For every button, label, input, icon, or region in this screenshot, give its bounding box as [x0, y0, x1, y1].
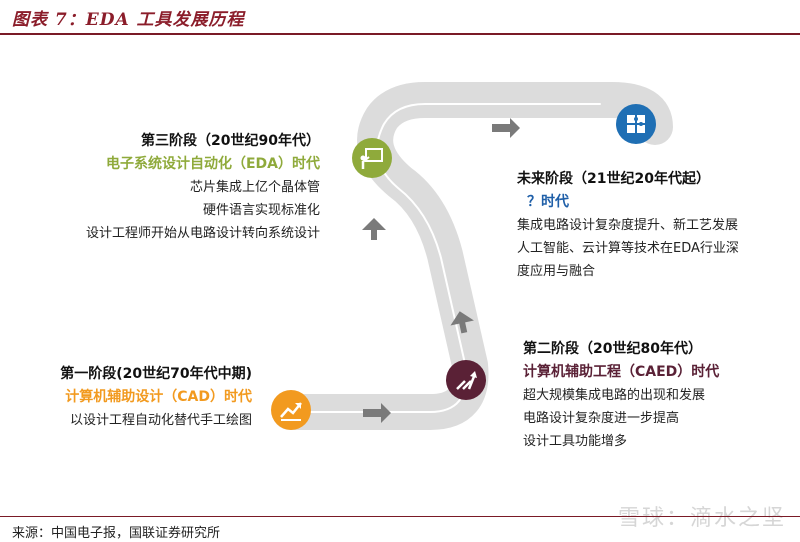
source-note: 来源：中国电子报，国联证券研究所	[12, 526, 221, 541]
presentation-icon	[352, 138, 392, 178]
stage-2-subheading: 计算机辅助工程（CAED）时代	[523, 364, 720, 380]
stage-3-line: 芯片集成上亿个晶体管	[189, 180, 320, 195]
future-stage-line: 集成电路设计复杂度提升、新工艺发展	[517, 218, 739, 233]
stage-3-line: 硬件语言实现标准化	[202, 203, 320, 218]
trend-up-icon	[271, 390, 311, 430]
stage-2-heading: 第二阶段（20世纪80年代）	[523, 341, 702, 357]
stage-1-line: 以设计工程自动化替代手工绘图	[69, 413, 252, 428]
title-rule	[0, 33, 800, 35]
future-stage-subheading: ？时代	[527, 194, 569, 210]
source-rule	[0, 516, 800, 517]
road-arrow-3	[362, 218, 386, 240]
future-stage-heading: 未来阶段（21世纪20年代起）	[517, 171, 710, 187]
stage-2-line: 超大规模集成电路的出现和发展	[523, 388, 706, 403]
stage-1-block: 第一阶段(20世纪70年代中期) 计算机辅助设计（CAD）时代 以设计工程自动化…	[2, 363, 252, 432]
puzzle-icon	[616, 104, 656, 144]
stage-2-line: 电路设计复杂度进一步提高	[523, 411, 680, 426]
stage-1-heading: 第一阶段(20世纪70年代中期)	[60, 366, 252, 382]
figure-title: 图表 7：EDA 工具发展历程	[12, 10, 245, 30]
stage-3-line: 设计工程师开始从电路设计转向系统设计	[85, 226, 320, 241]
future-stage-line: 人工智能、云计算等技术在EDA行业深	[517, 241, 739, 256]
road-arrow-1	[363, 403, 391, 423]
future-stage-block: 未来阶段（21世纪20年代起） ？时代 集成电路设计复杂度提升、新工艺发展 人工…	[517, 168, 777, 283]
stage-2-line: 设计工具功能增多	[523, 434, 628, 449]
stage-3-subheading: 电子系统设计自动化（EDA）时代	[105, 156, 320, 172]
arrows-up-icon	[446, 360, 486, 400]
stage-3-heading: 第三阶段（20世纪90年代）	[141, 133, 320, 149]
stage-2-block: 第二阶段（20世纪80年代） 计算机辅助工程（CAED）时代 超大规模集成电路的…	[523, 338, 783, 453]
stage-3-block: 第三阶段（20世纪90年代） 电子系统设计自动化（EDA）时代 芯片集成上亿个晶…	[20, 130, 320, 245]
stage-1-subheading: 计算机辅助设计（CAD）时代	[65, 389, 252, 405]
watermark: 雪球：滴水之坚	[617, 506, 786, 531]
road-arrow-2	[450, 311, 474, 334]
future-stage-line: 度应用与融合	[517, 264, 596, 279]
road-arrow-4	[492, 118, 520, 138]
